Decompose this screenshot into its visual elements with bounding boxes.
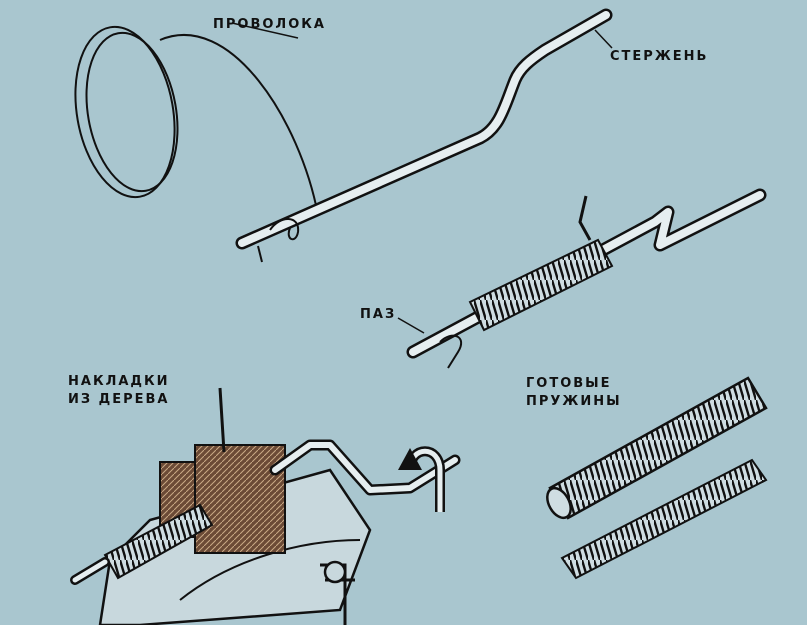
label-springs-line2: ПРУЖИНЫ: [526, 394, 622, 409]
finished-spring-large: [546, 376, 768, 520]
wood-pad-right: [194, 444, 286, 554]
label-wood-pads-line1: НАКЛАДКИ: [68, 374, 170, 389]
wire-coil: [74, 25, 319, 216]
label-wood-pads-line2: ИЗ ДЕРЕВА: [68, 392, 170, 407]
vise-assembly: [70, 387, 461, 625]
label-wire: ПРОВОЛОКА: [213, 17, 326, 32]
finished-spring-small: [560, 458, 768, 580]
rod-straight: [231, 8, 613, 263]
label-springs-line1: ГОТОВЫЕ: [526, 376, 612, 391]
rotation-arrow-icon: [398, 446, 445, 512]
rod-with-spring: [397, 188, 767, 369]
label-rod: СТЕРЖЕНЬ: [610, 49, 709, 64]
label-slot: ПАЗ: [360, 307, 397, 322]
